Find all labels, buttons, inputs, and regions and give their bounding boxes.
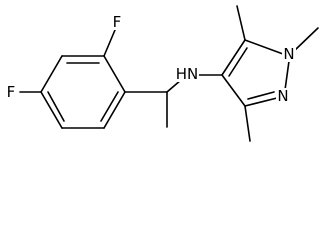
bond-c3-methyl bbox=[244, 105, 251, 142]
bond-c4-c5-double bbox=[228, 47, 248, 77]
bond-n1-n2 bbox=[284, 60, 290, 91]
bond-ring-e bbox=[40, 55, 63, 93]
bond-c3-c4 bbox=[221, 74, 246, 107]
label-bg-n1 bbox=[282, 46, 296, 62]
molecule-structure: F F HN N N bbox=[4, 5, 319, 142]
bond-c5-n1 bbox=[244, 39, 284, 55]
bond-ring-a bbox=[103, 55, 126, 93]
label-bg-amine bbox=[175, 66, 199, 82]
label-bg-f-para bbox=[4, 84, 18, 100]
bond-c5-methyl bbox=[236, 5, 246, 41]
bond-n2-c3-double bbox=[247, 91, 275, 100]
atom-label-f-ortho: F bbox=[113, 13, 122, 31]
difluorophenyl-ring bbox=[40, 55, 126, 129]
bond-c4-c5 bbox=[221, 39, 246, 76]
bond-ring-double-2 bbox=[100, 91, 119, 122]
atom-label-n2: N bbox=[277, 87, 288, 105]
bond-ring-b bbox=[103, 91, 126, 129]
bond-n2-c3 bbox=[244, 97, 278, 107]
label-bg-n2 bbox=[276, 88, 290, 104]
label-bg-f-ortho bbox=[110, 14, 124, 30]
bond-ring-double-3 bbox=[47, 91, 65, 122]
bond-ring-d bbox=[40, 91, 63, 129]
atom-label-n1: N bbox=[283, 45, 294, 63]
bond-n1-methyl bbox=[293, 27, 319, 52]
bond-c-f-ortho bbox=[103, 29, 116, 57]
pyrazole-ring bbox=[221, 39, 290, 107]
atom-label-f-para: F bbox=[7, 83, 16, 101]
atom-label-amine: HN bbox=[176, 65, 199, 83]
